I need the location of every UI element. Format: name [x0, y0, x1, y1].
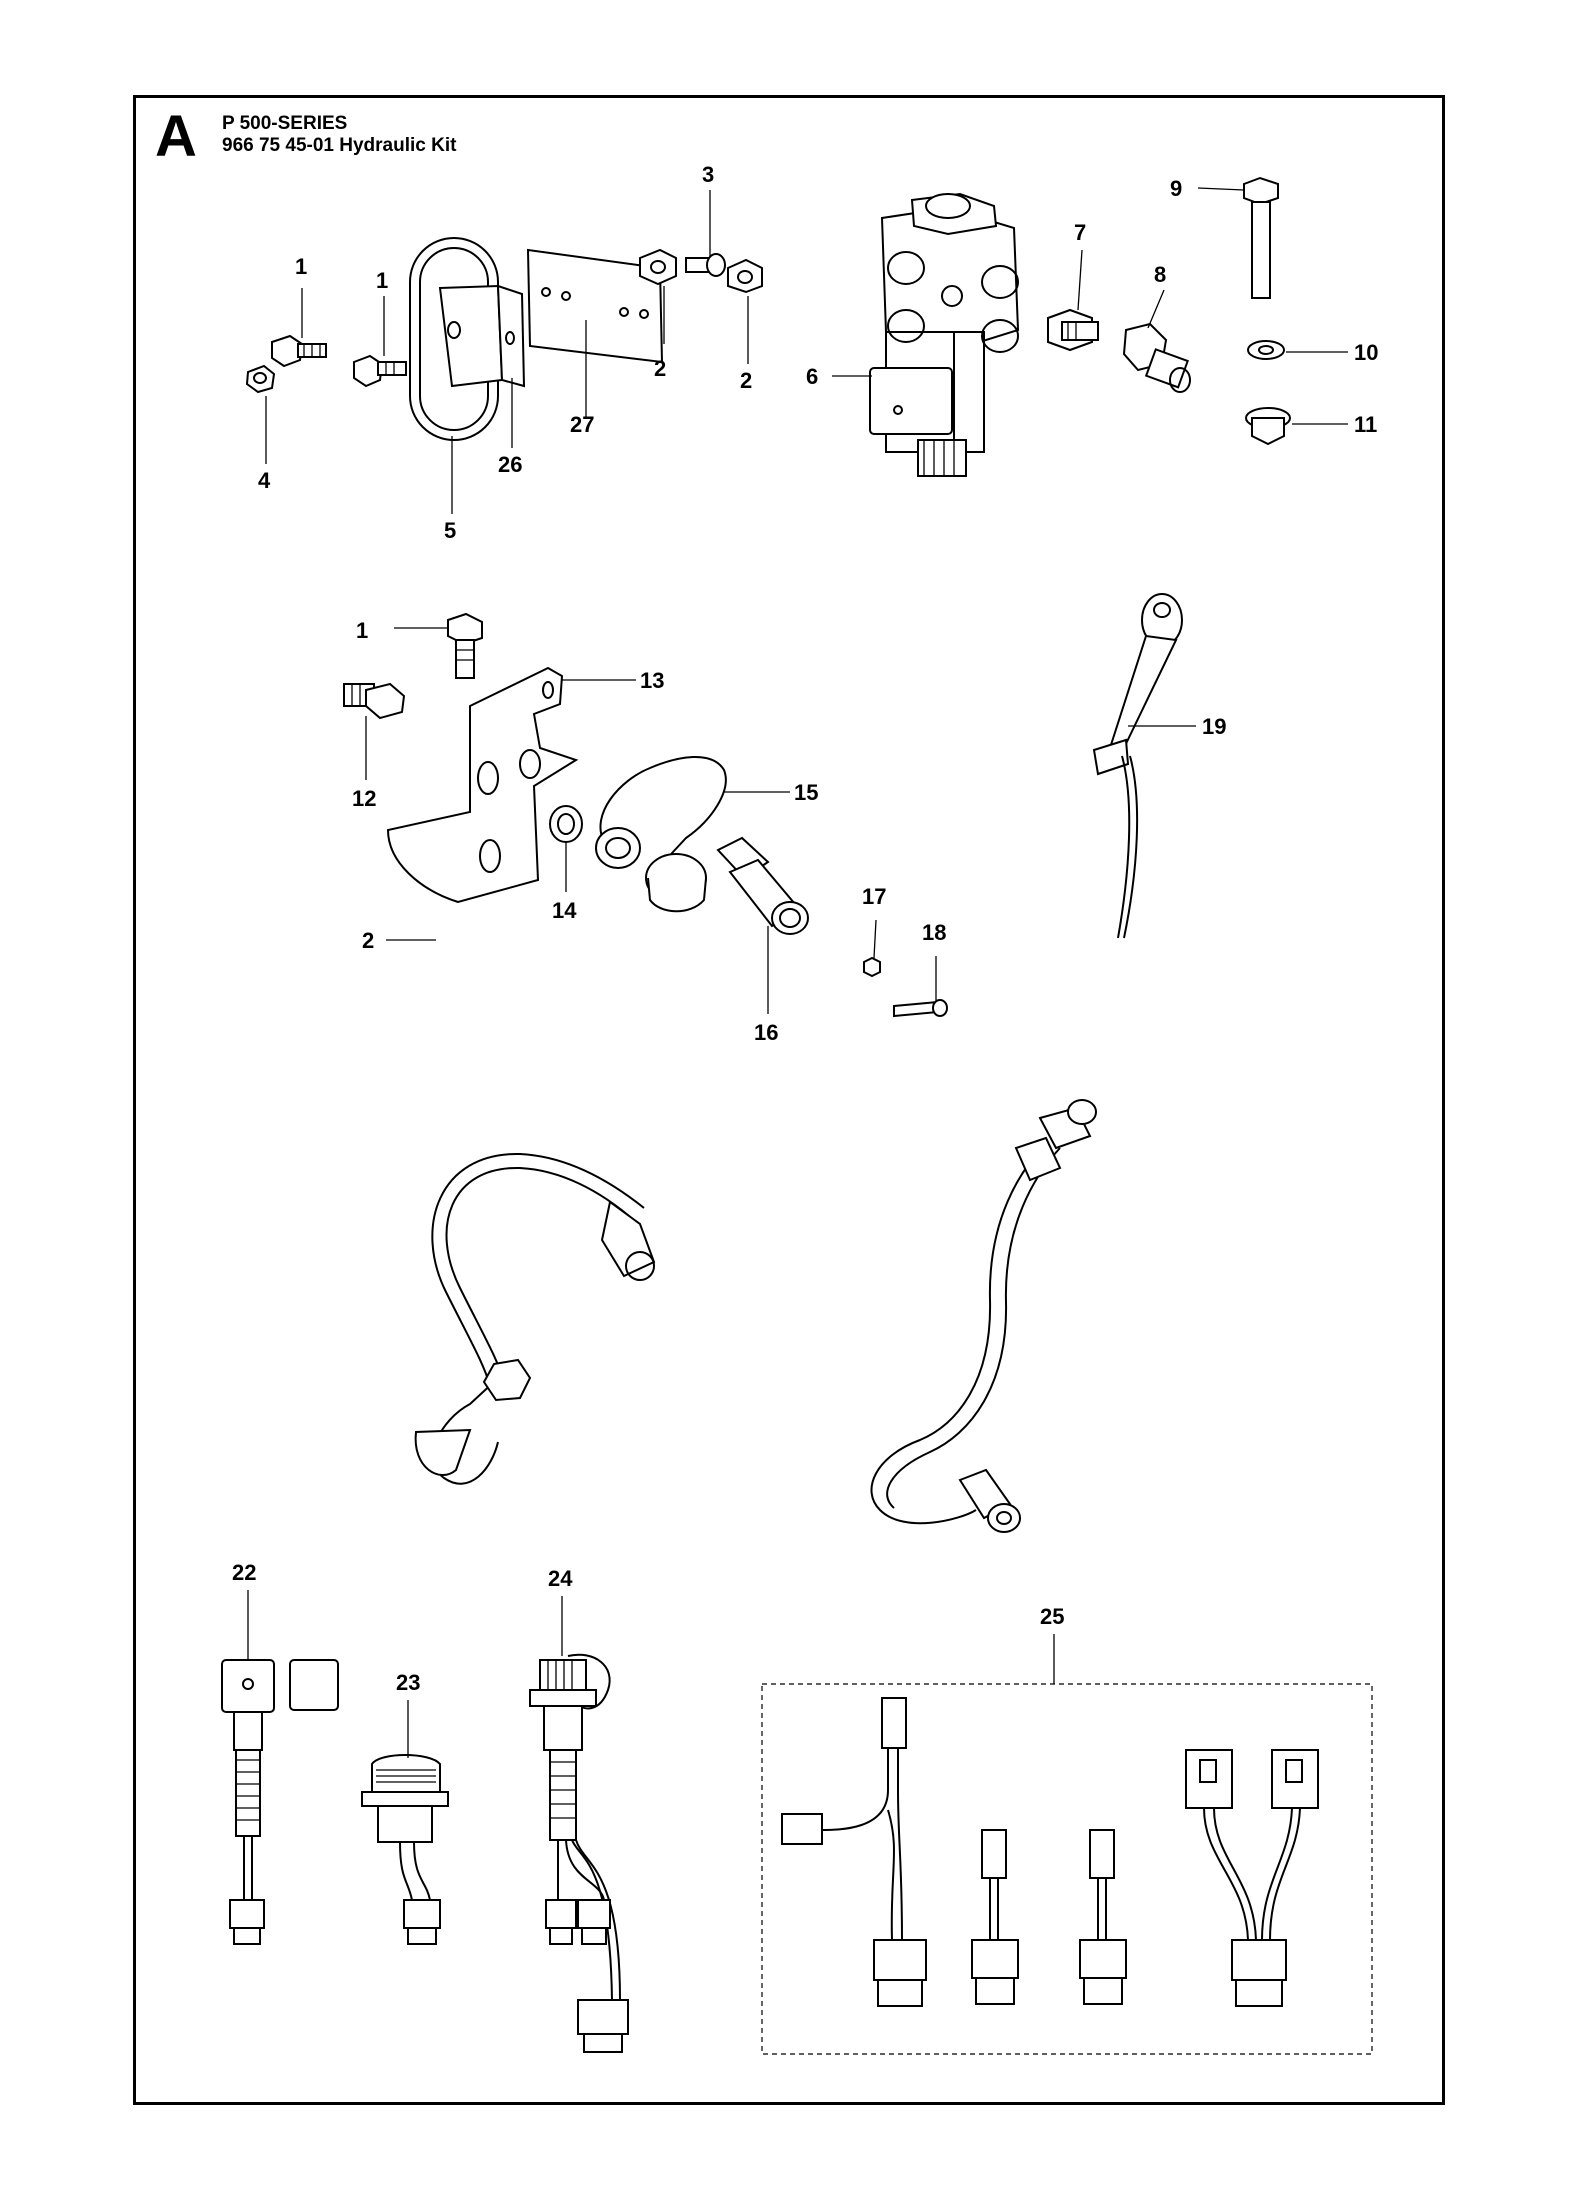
part-17-nut: [863, 956, 881, 978]
callout-17: 17: [862, 884, 886, 909]
part-11-flange-nut: [1245, 407, 1291, 446]
part-6-hydraulic-valve: [869, 192, 1020, 477]
callout-19: 19: [1202, 714, 1226, 739]
part-12-fitting: [343, 682, 406, 720]
callout-22: 22: [232, 1560, 256, 1585]
part-18-screw: [893, 999, 948, 1018]
series-title: P 500-SERIES: [222, 113, 348, 134]
kit-title: P 500-SERIES 966 75 45-01 Hydraulic Kit: [222, 113, 456, 157]
hose-left: [414, 1152, 656, 1485]
part-8-elbow-fitting: [1122, 322, 1191, 393]
kit-name: 966 75 45-01 Hydraulic Kit: [222, 135, 457, 156]
callout-7: 7: [1074, 220, 1086, 245]
callout-27: 27: [570, 412, 594, 437]
callout-13: 13: [640, 668, 664, 693]
part-16-coupling: [716, 836, 809, 935]
part-1-bolt-bracket: [447, 612, 483, 679]
part-10-washer: [1247, 340, 1285, 360]
part-7-fitting: [1047, 308, 1099, 352]
callout-2b: 2: [740, 368, 752, 393]
callout-14: 14: [552, 898, 577, 923]
callout-1b: 1: [376, 268, 388, 293]
callout-2a: 2: [654, 356, 666, 381]
callout-5: 5: [444, 518, 456, 543]
part-24-socket: [529, 1653, 629, 2053]
callout-3: 3: [702, 162, 714, 187]
drawing-frame: [133, 95, 1445, 2105]
section-letter: A: [155, 104, 197, 169]
part-26-bracket: [438, 284, 526, 388]
callout-9: 9: [1170, 176, 1182, 201]
part-23-switch: [361, 1754, 449, 1945]
part-15-dust-cap: [595, 756, 727, 913]
part-2-washer-a: [639, 248, 677, 286]
part-1-bolt-middle: [353, 354, 407, 388]
callout-15: 15: [794, 780, 818, 805]
callout-8: 8: [1154, 262, 1166, 287]
part-27-plate: [526, 248, 664, 364]
callouts: 1 1 1 2 2 2 3 4 5 6 7 8 9 10 11 12 13 14…: [232, 162, 1378, 1695]
part-22-solenoid-connector: [221, 1659, 339, 1945]
part-4-nut: [245, 364, 276, 394]
part-13-bracket: [386, 666, 579, 904]
callout-2c: 2: [362, 928, 374, 953]
part-14-washer: [549, 805, 583, 843]
callout-1a: 1: [295, 254, 307, 279]
callout-25: 25: [1040, 1604, 1064, 1629]
callout-24: 24: [548, 1566, 573, 1591]
callout-16: 16: [754, 1020, 778, 1045]
callout-4: 4: [258, 468, 271, 493]
part-1-bolt-left: [271, 334, 327, 368]
part-3-bolt: [685, 253, 726, 277]
hose-right: [870, 1099, 1097, 1533]
part-25-harness-kit: [761, 1683, 1373, 2055]
callout-18: 18: [922, 920, 946, 945]
callout-12: 12: [352, 786, 376, 811]
callout-23: 23: [396, 1670, 420, 1695]
part-2-washer-b: [727, 258, 763, 294]
callout-6: 6: [806, 364, 818, 389]
callout-26: 26: [498, 452, 522, 477]
part-19-lever: [1092, 593, 1183, 939]
part-9-long-bolt: [1243, 176, 1279, 299]
leader-lines: [247, 187, 1348, 1758]
callout-1c: 1: [356, 618, 368, 643]
callout-10: 10: [1354, 340, 1378, 365]
callout-11: 11: [1354, 412, 1377, 437]
